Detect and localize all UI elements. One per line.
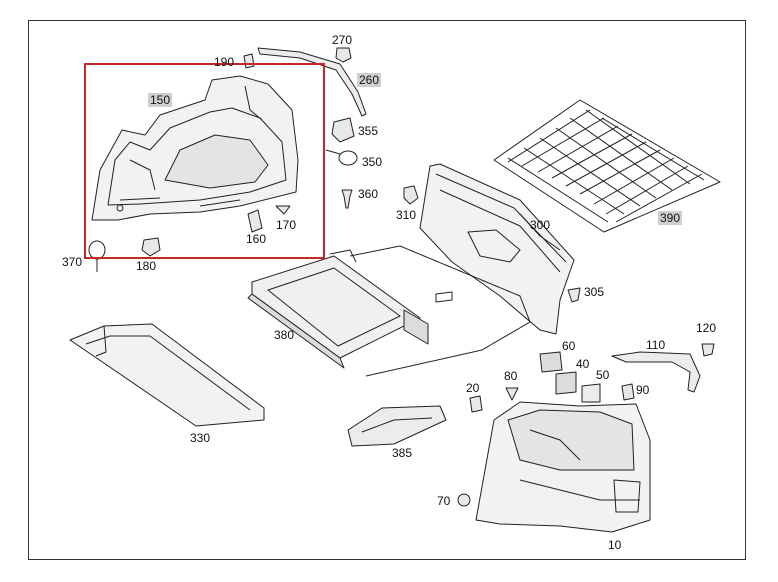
- part-160-clip: [247, 209, 263, 233]
- callout-310: 310: [396, 208, 417, 222]
- callout-380: 380: [274, 328, 295, 342]
- part-355-hook: [331, 117, 355, 143]
- part-50-bracket: [581, 383, 601, 403]
- callout-330: 330: [190, 431, 211, 445]
- callout-80: 80: [504, 369, 518, 383]
- callout-360: 360: [358, 187, 379, 201]
- part-360-screw: [341, 189, 353, 209]
- callout-160: 160: [246, 232, 267, 246]
- callout-190: 190: [214, 55, 235, 69]
- highlight-box-150: [84, 63, 325, 259]
- part-300-sill-panel: [419, 163, 575, 335]
- part-385-bracket: [347, 405, 447, 447]
- part-20-clip: [469, 395, 483, 413]
- part-90-clip: [621, 383, 635, 401]
- part-270-clip: [335, 47, 352, 63]
- callout-180: 180: [136, 259, 157, 273]
- callout-385: 385: [392, 446, 413, 460]
- callout-390: 390: [658, 211, 683, 225]
- callout-60: 60: [562, 339, 576, 353]
- callout-120: 120: [696, 321, 717, 335]
- part-380-cover: [247, 249, 429, 369]
- callout-90: 90: [636, 383, 650, 397]
- diagram-frame: [28, 20, 746, 560]
- part-60-bracket: [539, 351, 563, 373]
- part-120-clip: [701, 343, 715, 357]
- callout-70: 70: [437, 494, 451, 508]
- callout-110: 110: [646, 338, 666, 352]
- part-110-strip: [611, 351, 701, 393]
- callout-10: 10: [608, 538, 622, 552]
- callout-305: 305: [584, 285, 605, 299]
- part-80-clip: [505, 387, 519, 401]
- callout-270: 270: [332, 33, 353, 47]
- part-330-floor-panel: [69, 323, 265, 427]
- part-170-clip: [275, 205, 291, 215]
- part-350-eye: [338, 150, 358, 166]
- callout-355: 355: [358, 124, 379, 138]
- part-40-bracket: [555, 371, 577, 395]
- part-180-cap: [141, 237, 161, 257]
- part-150-side-panel: [91, 75, 299, 221]
- part-10-side-panel: [475, 401, 651, 533]
- callout-170: 170: [276, 218, 297, 232]
- callout-40: 40: [576, 357, 590, 371]
- callout-50: 50: [596, 368, 610, 382]
- part-70-fastener: [457, 493, 471, 507]
- part-305-clip: [567, 287, 581, 303]
- callout-150: 150: [148, 93, 173, 107]
- part-310-clip: [403, 185, 419, 205]
- callout-260: 260: [357, 73, 382, 87]
- part-390-net: [493, 99, 721, 233]
- part-260-strip: [257, 47, 367, 117]
- part-floor-outline: [349, 245, 531, 377]
- callout-350: 350: [362, 155, 383, 169]
- callout-370: 370: [62, 255, 83, 269]
- callout-300: 300: [530, 218, 551, 232]
- callout-20: 20: [466, 381, 480, 395]
